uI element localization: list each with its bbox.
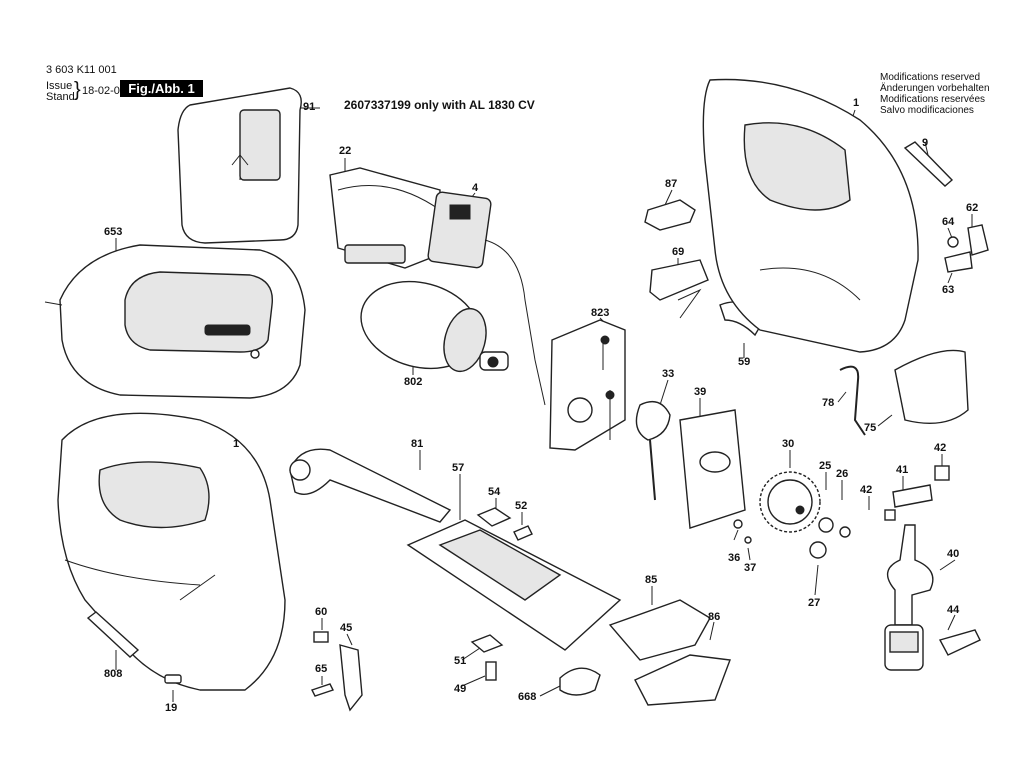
part-label-75: 75 [864,422,877,434]
part-label-9: 9 [922,137,929,149]
part-label-27: 27 [808,597,821,609]
part-label-64: 64 [942,216,955,228]
part-label-63: 63 [942,284,955,296]
part-label-808: 808 [104,668,123,680]
part-label-30: 30 [782,438,795,450]
part-label-36: 36 [728,552,741,564]
part-label-40: 40 [947,548,960,560]
part-label-823: 823 [591,307,610,319]
part-label-37: 37 [744,562,757,574]
guide-rail-part [289,448,452,523]
motor-switch-assembly [329,167,546,406]
part-label-59: 59 [738,356,751,368]
part-label-91: 91 [303,101,316,113]
base-plate-part [406,519,622,651]
part-label-87: 87 [665,178,678,190]
part-label-1-right: 1 [853,97,860,109]
part-label-1-left: 1 [233,438,240,450]
part-label-802: 802 [404,376,423,388]
gear-and-washers [733,471,851,559]
strip-and-knob-parts [903,141,989,273]
part-label-78: 78 [822,397,835,409]
part-label-25: 25 [819,460,832,472]
brace-symbol: } [74,79,81,101]
part-label-653: 653 [104,226,123,238]
part-label-54: 54 [488,486,501,498]
issue-date: 18-02-01 [82,85,127,97]
part-label-51: 51 [454,655,467,667]
part-label-668: 668 [518,691,537,703]
lever-parts [311,631,363,712]
part-label-81: 81 [411,438,424,450]
spring-and-plate-parts [635,401,746,529]
part-label-19: 19 [165,702,178,714]
strip-and-screw-left [86,611,182,684]
part-label-39: 39 [694,386,707,398]
part-label-45: 45 [340,622,353,634]
part-label-22: 22 [339,145,352,157]
notice-line-fr: Modifications reservées [880,94,986,105]
part-label-41: 41 [896,464,909,476]
stand-label: Stand [46,91,75,103]
part-label-42-left: 42 [860,484,873,496]
drawing-number: 3 603 K11 001 [46,64,117,76]
part-label-85: 85 [645,574,658,586]
leader-lines [115,107,973,702]
notice-line-de: Änderungen vorbehalten [880,83,990,94]
plunger-assembly [884,465,981,671]
jigsaw-main-housing [57,412,286,691]
part-label-4: 4 [472,182,479,194]
part-label-65: 65 [315,663,328,675]
bracket-part [549,319,626,451]
notice-line-en: Modifications reserved [880,72,981,83]
pad-and-clip-parts [476,507,533,541]
part-label-60: 60 [315,606,328,618]
issue-label: Issue [46,80,73,92]
notice-line-es: Salvo modificaciones [880,105,974,116]
part-label-49: 49 [454,683,467,695]
part-label-52: 52 [515,500,528,512]
part-label-33: 33 [662,368,675,380]
part-label-69: 69 [672,246,685,258]
shoe-parts [608,599,731,706]
figure-label: Fig./Abb. 1 [120,80,203,97]
part-label-57: 57 [452,462,465,474]
part-label-26: 26 [836,468,849,480]
battery-callout-note: 2607337199 only with AL 1830 CV [344,98,535,112]
modifications-notice: Modifications reserved Änderungen vorbeh… [880,72,990,116]
part-label-44: 44 [947,604,960,616]
part-label-62: 62 [966,202,979,214]
battery-pack-part [177,87,302,244]
part-label-86: 86 [708,611,721,623]
plate-screw-knob-parts [470,634,601,696]
housing-shell-right [702,78,919,353]
clip-and-guard-parts [839,349,969,436]
part-label-42-top: 42 [934,442,947,454]
charger-part [44,244,306,399]
